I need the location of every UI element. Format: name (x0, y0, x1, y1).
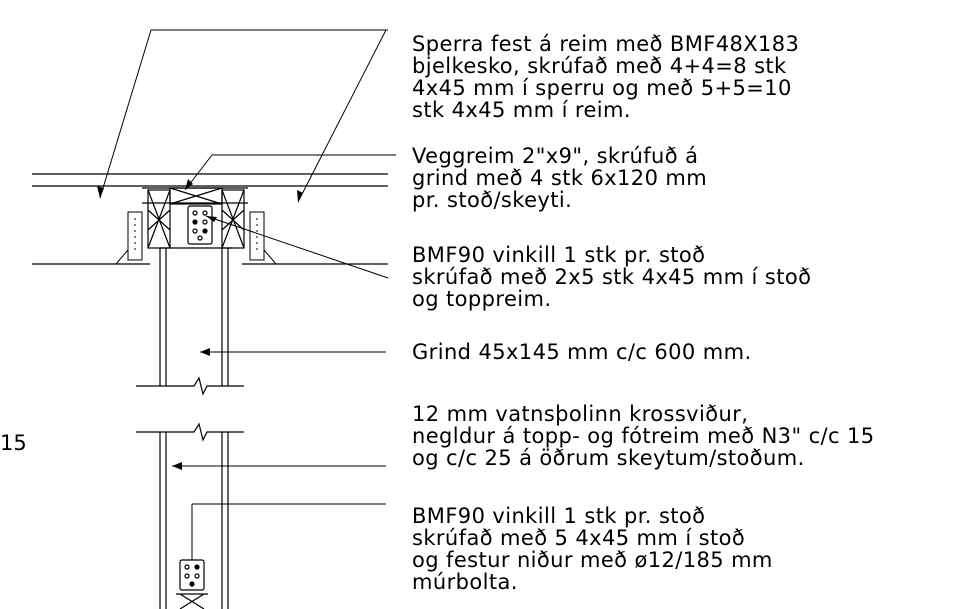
angle-bracket-bottom (176, 559, 208, 609)
angle-bracket-top (187, 205, 213, 245)
annotation-line: pr. stoð/skeyti. (412, 188, 573, 212)
annotation-line: og festur niður með ø12/185 mm (412, 548, 773, 572)
joist-hanger-right (221, 189, 245, 249)
roof-rafter (32, 173, 388, 187)
annotation-line: negldur á topp- og fótreim með N3" c/c 1… (412, 424, 875, 448)
annotation-line: 4x45 mm í sperru og með 5+5=10 (412, 76, 792, 100)
annotation-line: 12 mm vatnsþolinn krossviður, (412, 402, 749, 426)
annotation-line: BMF90 vinkill 1 stk pr. stoð (412, 504, 706, 528)
annotation-line: skrúfað með 2x5 stk 4x45 mm í stoð (412, 265, 812, 289)
annotation-line: bjelkesko, skrúfað með 4+4=8 stk (412, 54, 787, 78)
annotation-line: grind með 4 stk 6x120 mm (412, 166, 708, 190)
annotation-line: Sperra fest á reim með BMF48X183 (412, 32, 800, 56)
annotation-line: og toppreim. (412, 287, 552, 311)
annotation-veggreim: Veggreim 2"x9", skrúfuð á grind með 4 st… (412, 145, 707, 211)
annotation-line: og c/c 25 á öðrum skeytum/stoðum. (412, 446, 805, 470)
annotation-line: Grind 45x145 mm c/c 600 mm. (412, 340, 752, 364)
leader-arrowheads (97, 179, 303, 470)
leader-lines (99, 29, 396, 560)
annotation-line: múrbolta. (412, 570, 518, 594)
annotation-line: skrúfað með 5 4x45 mm í stoð (412, 526, 746, 550)
annotation-sperra: Sperra fest á reim með BMF48X183 bjelkes… (412, 33, 799, 121)
annotation-line: BMF90 vinkill 1 stk pr. stoð (412, 243, 706, 267)
break-lines (136, 376, 244, 442)
joist-hanger-left (147, 189, 171, 249)
annotation-vinkill-top: BMF90 vinkill 1 stk pr. stoð skrúfað með… (412, 244, 811, 310)
wall-plate-block (169, 187, 223, 205)
annotation-vinkill-bottom: BMF90 vinkill 1 stk pr. stoð skrúfað með… (412, 505, 773, 593)
annotation-line: stk 4x45 mm í reim. (412, 98, 631, 122)
annotation-grind: Grind 45x145 mm c/c 600 mm. (412, 341, 752, 363)
edge-fragment: 15 (0, 431, 27, 455)
stud-upper (159, 248, 229, 386)
beam-underside (32, 247, 388, 265)
stud-lower (159, 432, 229, 609)
annotation-line: Veggreim 2"x9", skrúfuð á (412, 144, 699, 168)
annotation-krossvidur: 12 mm vatnsþolinn krossviður, negldur á … (412, 403, 875, 469)
